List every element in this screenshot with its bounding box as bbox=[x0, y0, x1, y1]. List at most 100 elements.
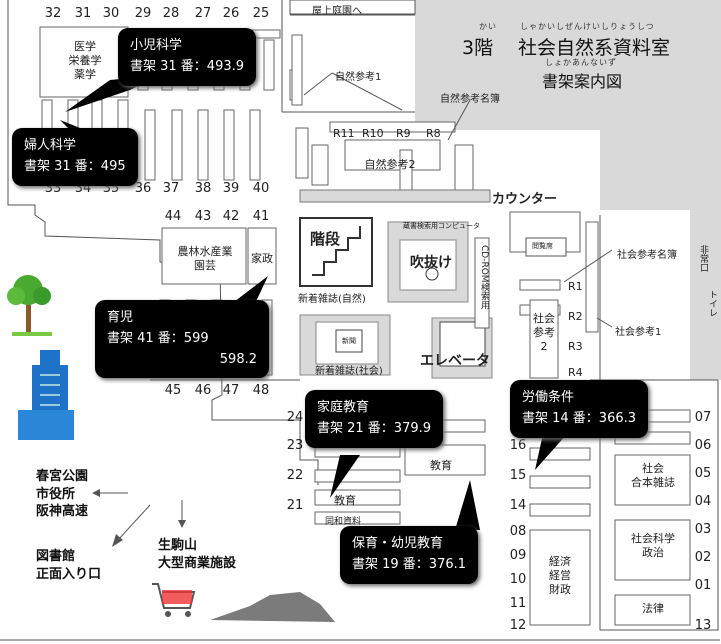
education2-label: 教育 bbox=[334, 494, 356, 507]
callout-pediatrics: 小児科学 書架 31 番：493.9 bbox=[118, 28, 257, 86]
callout-shelf: 書架 31 番：495 bbox=[24, 158, 126, 174]
shelf-number: 40 bbox=[252, 181, 270, 196]
floor-title: 3階 bbox=[462, 37, 494, 59]
shelf-number: 11 bbox=[509, 596, 527, 611]
callout-preschool: 保育・幼児教育 書架 19 番：376.1 bbox=[340, 526, 479, 584]
social-ref2-label: 社会 参考 2 bbox=[533, 312, 555, 353]
shelf-number: 07 bbox=[694, 410, 712, 425]
callout-name: 保育・幼児教育 bbox=[352, 536, 444, 551]
shelf-number: 23 bbox=[286, 438, 304, 453]
rooftop-link[interactable]: 屋上庭園へ bbox=[312, 6, 362, 17]
shelf-number: 45 bbox=[164, 383, 182, 398]
room-title: 社会自然系資料室 bbox=[518, 37, 671, 59]
callout-labor: 労働条件 書架 14 番：366.3 bbox=[510, 380, 649, 438]
cd-rom-label: CD-ROM検索用 bbox=[479, 245, 489, 310]
shelf-number: 09 bbox=[509, 548, 527, 563]
callout-childcare: 育児 書架 41 番：599 598.2 bbox=[95, 300, 269, 379]
callout-shelf: 書架 21 番：379.9 bbox=[317, 420, 432, 436]
shelf-number: 26 bbox=[222, 6, 240, 21]
social-ref-list-label: 社会参考名簿 bbox=[617, 250, 677, 261]
shelf-number: 28 bbox=[162, 6, 180, 21]
callout-shelf: 書架 19 番：376.1 bbox=[352, 556, 467, 572]
shelf-number: 15 bbox=[509, 468, 527, 483]
agriculture-shelf-label: 農林水産業 園芸 bbox=[177, 245, 233, 272]
shelf-number: R3 bbox=[568, 340, 583, 353]
medical-shelf-label: 医学 栄養学 薬学 bbox=[68, 40, 102, 81]
shelf-number: 36 bbox=[134, 181, 152, 196]
shelf-number: R1 bbox=[568, 280, 583, 293]
emergency-exit-label: 非常口 bbox=[698, 245, 708, 272]
direction-park: 春宮公園 市役所 阪神高速 bbox=[36, 469, 89, 520]
shelf-number: 08 bbox=[509, 524, 527, 539]
nature-ref-list-label: 自然参考名簿 bbox=[440, 94, 500, 105]
social-magazine-label: 社会 合本雑誌 bbox=[631, 462, 675, 489]
direction-library-entrance: 図書館 正面入り口 bbox=[36, 549, 102, 582]
shelf-number: 24 bbox=[286, 410, 304, 425]
shelf-number: 48 bbox=[252, 383, 270, 398]
shelf-number: 01 bbox=[694, 578, 712, 593]
shelf-number: 31 bbox=[74, 6, 92, 21]
politics-label: 社会科学 政治 bbox=[631, 532, 675, 559]
shelf-number: 16 bbox=[509, 438, 527, 453]
shelf-number: 47 bbox=[222, 383, 240, 398]
shelf-number: 10 bbox=[509, 572, 527, 587]
shelf-number: 41 bbox=[252, 209, 270, 224]
shelf-number: 43 bbox=[194, 209, 212, 224]
nature-ref2-label: 自然参考2 bbox=[364, 158, 416, 171]
newspaper-label: 新聞 bbox=[342, 337, 356, 345]
shelf-number: 42 bbox=[222, 209, 240, 224]
shelf-number: 02 bbox=[694, 550, 712, 565]
shelf-number: R2 bbox=[568, 310, 583, 323]
shelf-number: 22 bbox=[286, 468, 304, 483]
direction-ikoma: 生駒山 大型商業施設 bbox=[158, 538, 237, 571]
shelf-number: R8 bbox=[426, 127, 441, 140]
counter-label: カウンター bbox=[492, 192, 558, 207]
tree-icon bbox=[7, 275, 52, 336]
shelf-number: 38 bbox=[194, 181, 212, 196]
shelf-number: R11 bbox=[333, 127, 355, 140]
law-label: 法律 bbox=[642, 602, 664, 615]
shelf-number: 04 bbox=[694, 494, 712, 509]
search-pc-label: 蔵書検索用コンピュータ bbox=[403, 222, 480, 230]
building-icon bbox=[18, 350, 74, 440]
shelf-number: 37 bbox=[162, 181, 180, 196]
education-label: 教育 bbox=[430, 459, 452, 472]
new-magazines-social-label: 新着雑誌(社会) bbox=[315, 366, 383, 377]
shelf-number: 03 bbox=[694, 522, 712, 537]
shelf-number: 46 bbox=[194, 383, 212, 398]
shelf-number: 13 bbox=[694, 618, 712, 633]
shopping-cart-icon bbox=[152, 583, 196, 617]
callout-name: 労働条件 bbox=[522, 390, 575, 405]
shelf-number: 06 bbox=[694, 438, 712, 453]
title-ruby-guide: しょかあんないず bbox=[545, 58, 617, 67]
callout-name: 育児 bbox=[107, 310, 134, 325]
home-economics-label: 家政 bbox=[251, 252, 273, 265]
social-ref1-label: 社会参考1 bbox=[615, 327, 662, 338]
stairs-label: 階段 bbox=[310, 230, 341, 248]
callout-name: 婦人科学 bbox=[24, 138, 77, 153]
title-ruby-room: しゃかいしぜんけいしりょうしつ bbox=[520, 22, 655, 31]
nature-ref1-label: 自然参考1 bbox=[335, 72, 382, 83]
shelf-number: 44 bbox=[164, 209, 182, 224]
callout-home-education: 家庭教育 書架 21 番：379.9 bbox=[305, 390, 444, 448]
shelf-number: 32 bbox=[44, 6, 62, 21]
reading-seats-label: 閲覧席 bbox=[532, 242, 553, 250]
shelf-number: 29 bbox=[134, 6, 152, 21]
elevator-label: エレベータ bbox=[420, 353, 490, 369]
callout-name: 家庭教育 bbox=[317, 400, 370, 415]
title-ruby-kai: かい bbox=[479, 22, 497, 31]
mountain-icon bbox=[210, 592, 335, 622]
callout-gynecology: 婦人科学 書架 31 番：495 bbox=[12, 128, 138, 186]
shelf-number: 05 bbox=[694, 466, 712, 481]
shelf-number: R9 bbox=[396, 127, 411, 140]
shelf-number: 14 bbox=[509, 498, 527, 513]
callout-name: 小児科学 bbox=[130, 38, 183, 53]
shelf-number: 27 bbox=[194, 6, 212, 21]
toilet-label: トイレ bbox=[707, 290, 717, 317]
shelf-number: R10 bbox=[362, 127, 384, 140]
atrium-label: 吹抜け bbox=[410, 255, 452, 271]
dowa-label: 同和資料 bbox=[325, 517, 362, 527]
shelf-number: 12 bbox=[509, 618, 527, 633]
shelf-number: 39 bbox=[222, 181, 240, 196]
